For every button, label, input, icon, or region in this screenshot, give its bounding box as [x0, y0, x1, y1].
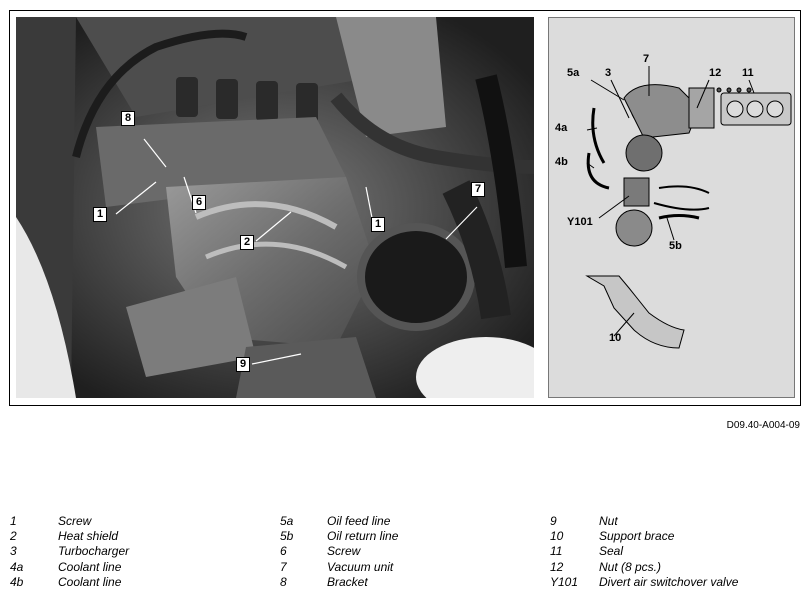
engine-photo: 1 8 6 2 1 7 9 — [16, 17, 534, 398]
detail-callout-11: 11 — [742, 67, 754, 79]
callout-6: 6 — [192, 195, 207, 210]
callout-1-left: 1 — [93, 207, 108, 222]
detail-callout-12: 12 — [709, 67, 722, 79]
legend-text: Seal — [599, 544, 624, 558]
callout-9: 9 — [236, 357, 251, 372]
legend-text: Vacuum unit — [327, 560, 394, 574]
legend-text: Screw — [327, 544, 361, 558]
legend-text: Screw — [58, 514, 92, 528]
callout-7: 7 — [471, 182, 486, 197]
legend-code: 4a — [10, 560, 24, 574]
detail-callout-4a: 4a — [555, 122, 568, 134]
legend-code: 12 — [550, 560, 564, 574]
legend-text: Heat shield — [58, 529, 119, 543]
detail-callout-5b: 5b — [669, 240, 682, 252]
legend-code: 6 — [280, 544, 287, 558]
legend-code: 2 — [10, 529, 17, 543]
exploded-detail-view: 7 5a 3 12 11 4a 4b Y101 5b 10 — [548, 17, 795, 398]
legend-code: 3 — [10, 544, 17, 558]
legend-text: Bracket — [327, 575, 368, 589]
callout-1-right: 1 — [371, 217, 386, 232]
detail-callout-10: 10 — [609, 332, 622, 344]
legend-text: Oil return line — [327, 529, 399, 543]
legend-code: 11 — [550, 544, 563, 558]
detail-callout-3: 3 — [605, 67, 612, 79]
legend-code: 5a — [280, 514, 294, 528]
legend-code: 10 — [550, 529, 564, 543]
legend-text: Coolant line — [58, 575, 122, 589]
detail-callout-7: 7 — [643, 53, 650, 65]
legend-text: Nut (8 pcs.) — [599, 560, 662, 574]
legend-text: Oil feed line — [327, 514, 391, 528]
legend-text: Turbocharger — [58, 544, 130, 558]
detail-callout-5a: 5a — [567, 67, 580, 79]
callout-2: 2 — [240, 235, 255, 250]
detail-callout-4b: 4b — [555, 156, 568, 168]
legend-code: 9 — [550, 514, 557, 528]
detail-callout-y101: Y101 — [567, 216, 593, 228]
legend-code: 7 — [280, 560, 287, 574]
document-id: D09.40-A004-09 — [726, 420, 800, 431]
legend-text: Divert air switchover valve — [599, 575, 739, 589]
legend-text: Nut — [599, 514, 618, 528]
legend-code: 4b — [10, 575, 24, 589]
legend-code: Y101 — [550, 575, 579, 589]
legend-code: 8 — [280, 575, 287, 589]
legend-text: Coolant line — [58, 560, 122, 574]
legend-code: 5b — [280, 529, 294, 543]
legend-code: 1 — [10, 514, 17, 528]
callout-8: 8 — [121, 111, 136, 126]
legend-text: Support brace — [599, 529, 675, 543]
